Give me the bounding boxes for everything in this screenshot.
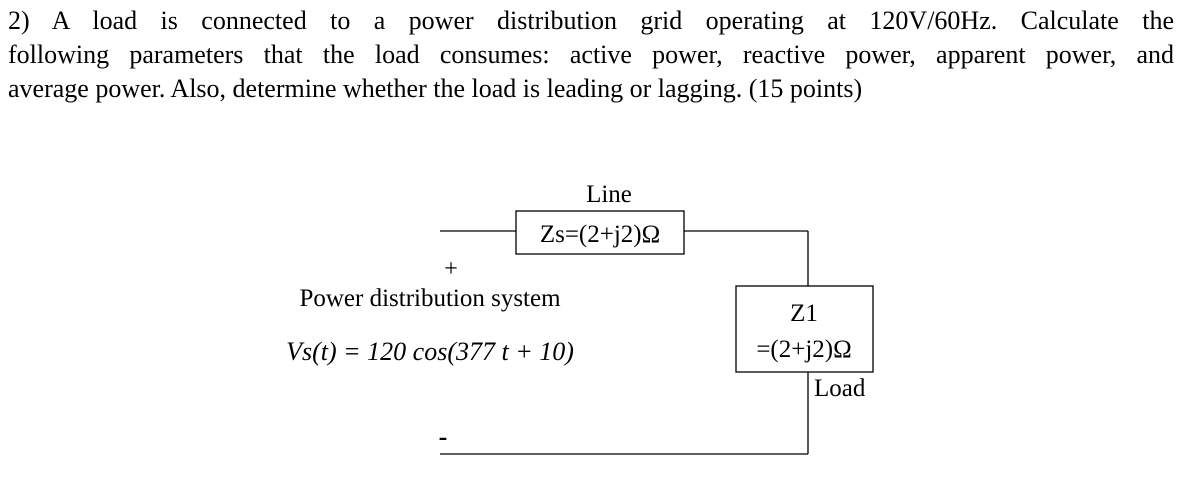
source-equation: Vs(t) = 120 cos(377 t + 10) bbox=[286, 337, 574, 366]
load-box bbox=[735, 285, 874, 373]
question-line-1: 2) A load is connected to a power distri… bbox=[8, 6, 1174, 35]
line-label: Line bbox=[586, 181, 632, 208]
question-line-2: following parameters that the load consu… bbox=[8, 40, 1174, 69]
load-name: Z1 bbox=[790, 300, 818, 327]
source-label: Power distribution system bbox=[299, 285, 561, 312]
minus-sign: - bbox=[439, 422, 448, 451]
plus-sign: + bbox=[444, 256, 458, 282]
line-impedance-label: Zs=(2+j2)Ω bbox=[540, 221, 660, 248]
load-impedance-label: =(2+j2)Ω bbox=[756, 336, 851, 363]
load-label: Load bbox=[814, 375, 866, 402]
line-impedance-box bbox=[515, 210, 685, 255]
question-line-3: average power. Also, determine whether t… bbox=[8, 74, 863, 103]
question-text: 2) A load is connected to a power distri… bbox=[8, 4, 1174, 106]
